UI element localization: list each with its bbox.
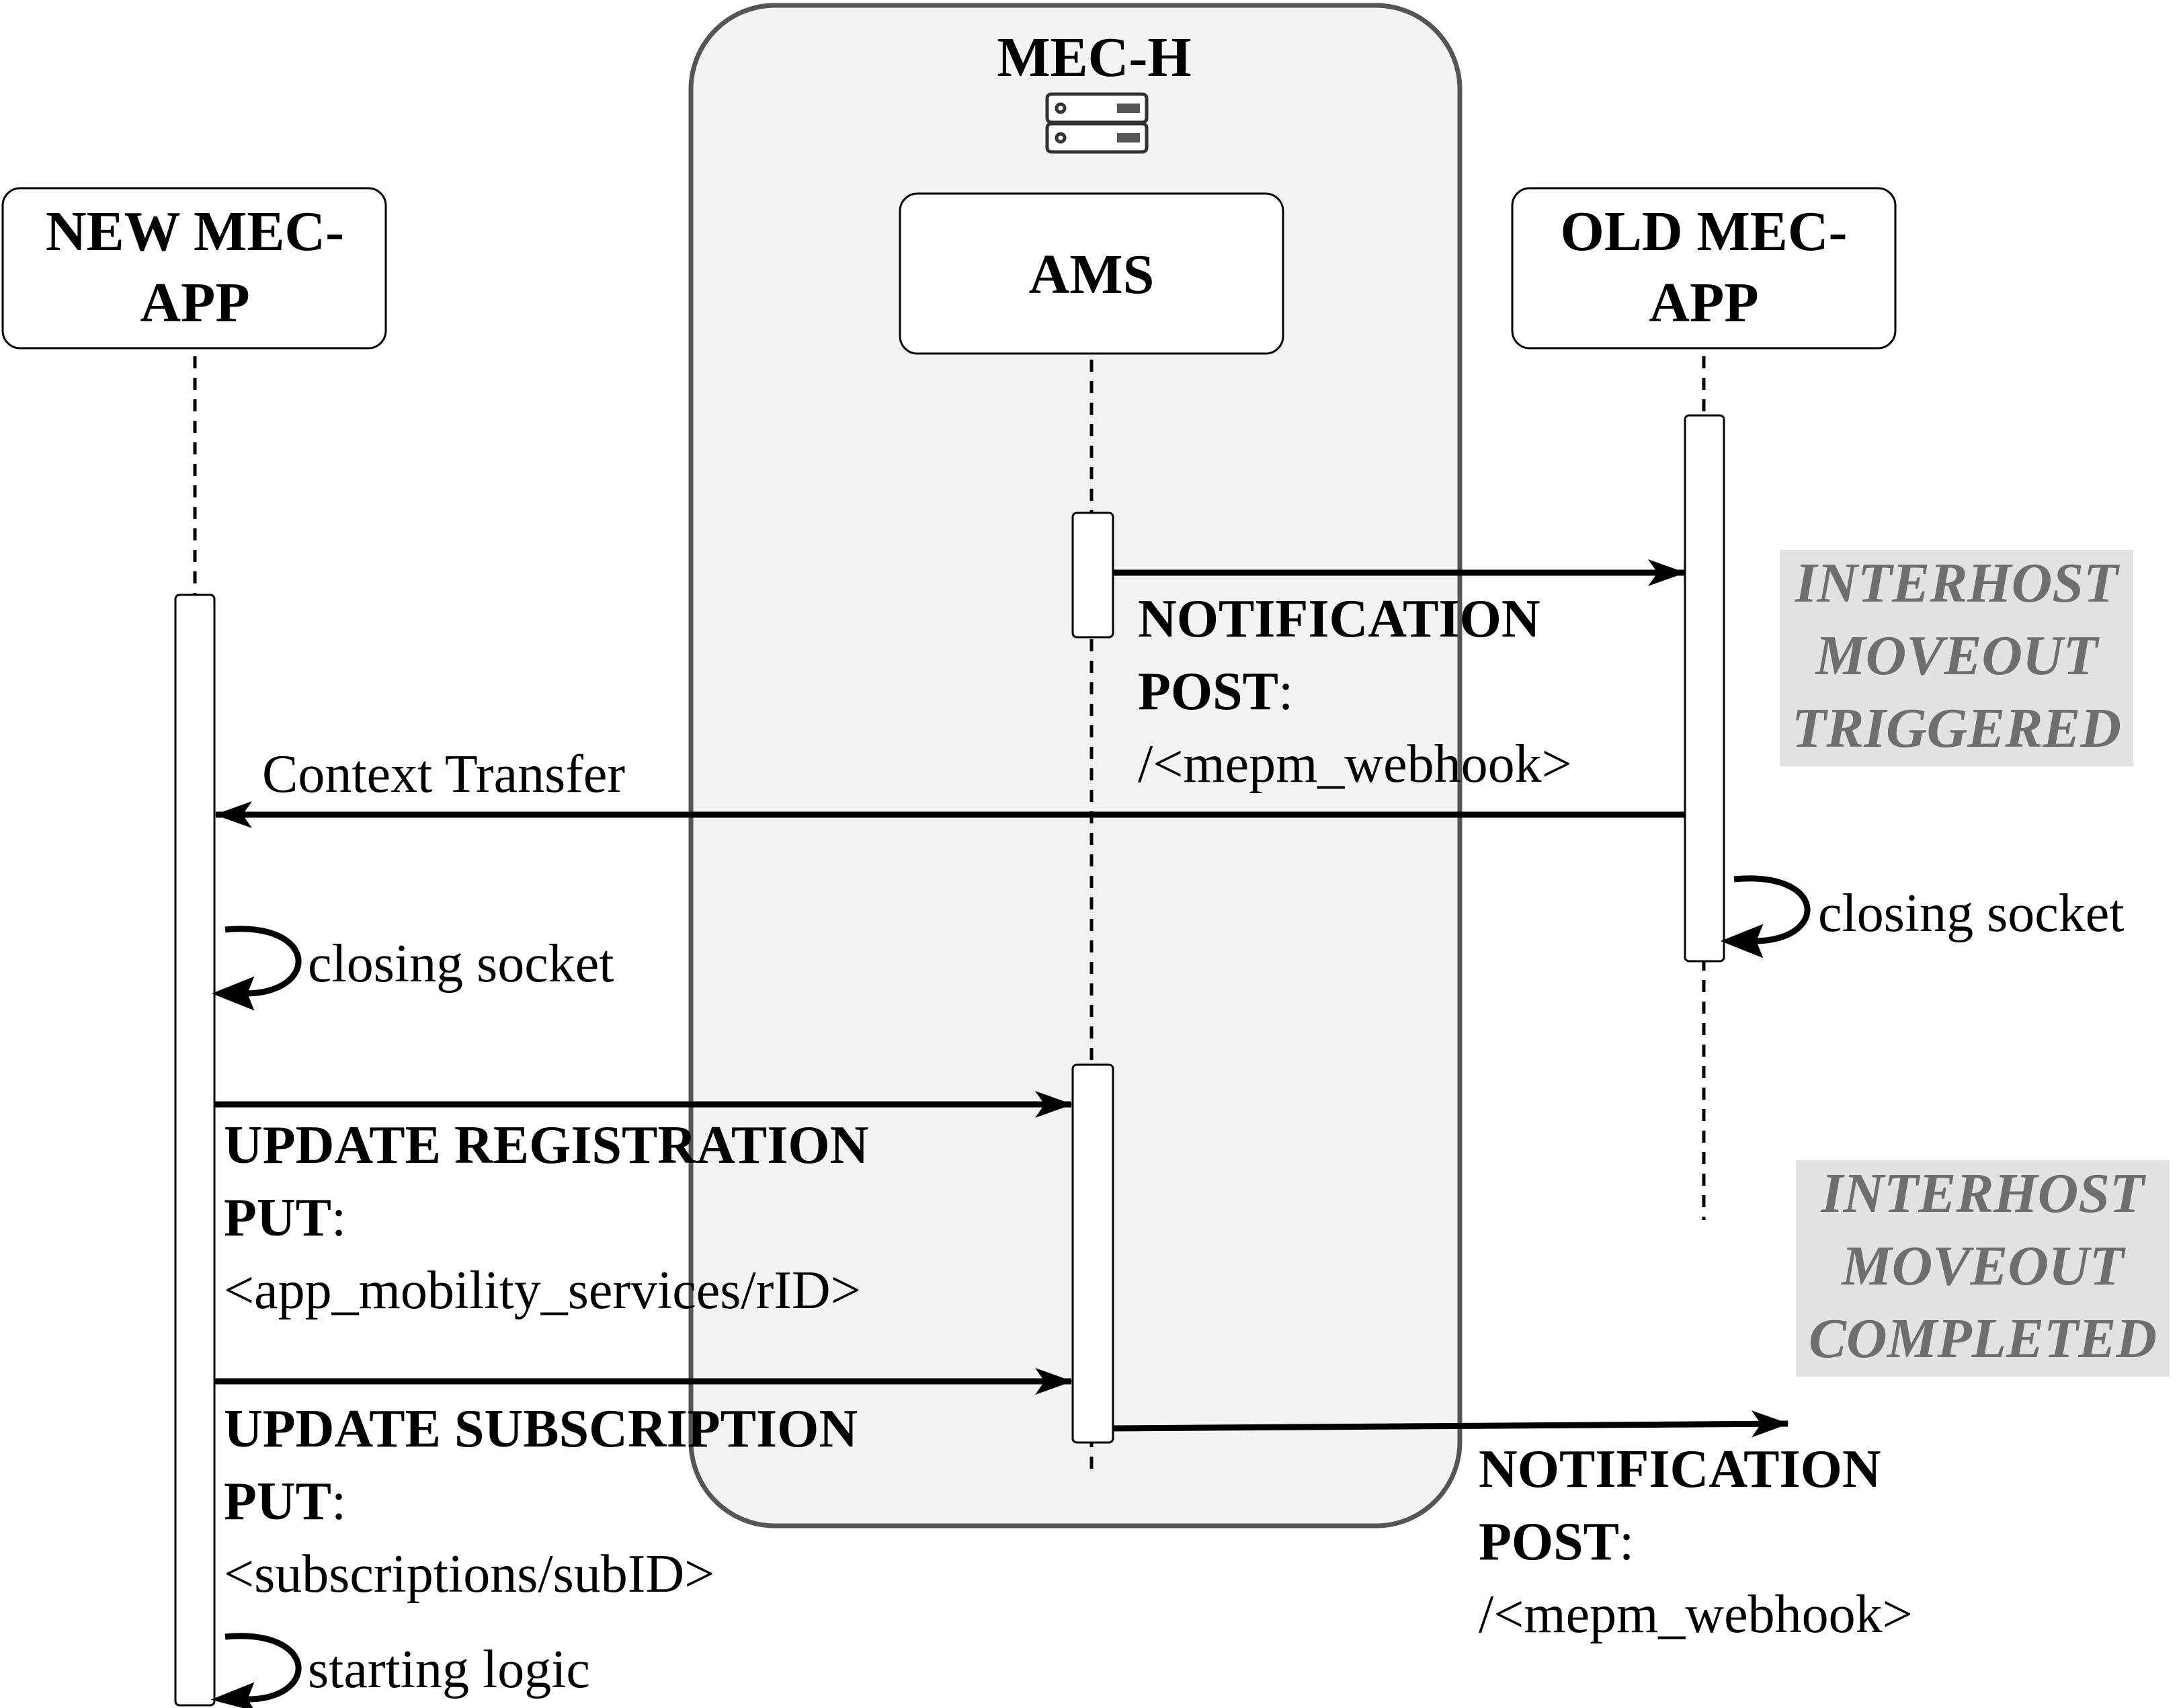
update-registration-title: UPDATE REGISTRATION: [224, 1116, 868, 1175]
state-moveout-completed: INTERHOST MOVEOUT COMPLETED: [1796, 1160, 2170, 1377]
state-completed-line1: INTERHOST: [1821, 1162, 2147, 1225]
closing-socket-old-label: closing socket: [1818, 884, 2124, 943]
starting-logic-label: starting logic: [308, 1640, 590, 1699]
update-subscription-title: UPDATE SUBSCRIPTION: [224, 1399, 858, 1459]
update-registration-method: PUT:: [224, 1188, 346, 1248]
state-completed-line3: COMPLETED: [1809, 1307, 2157, 1370]
state-moveout-triggered: INTERHOST MOVEOUT TRIGGERED: [1780, 550, 2133, 766]
self-arrow-closing-socket-new: [224, 926, 302, 997]
participant-ams-label: AMS: [1029, 243, 1155, 306]
arrow-notification-out: [1112, 1410, 1789, 1438]
notification-2-title: NOTIFICATION: [1479, 1440, 1881, 1499]
state-triggered-line1: INTERHOST: [1795, 552, 2121, 614]
mec-host-title: MEC-H: [997, 26, 1191, 89]
closing-socket-new-label: closing socket: [308, 934, 614, 993]
update-subscription-method: PUT:: [224, 1472, 346, 1531]
context-transfer-label: Context Transfer: [262, 745, 625, 804]
activation-new-mec-app: [174, 594, 216, 1707]
activation-old-mec-app: [1684, 414, 1725, 963]
participant-old-mec-app-line2: APP: [1649, 272, 1758, 334]
self-arrow-starting-logic: [224, 1633, 302, 1703]
notification-1-path: /<mepm_webhook>: [1138, 735, 1572, 794]
state-triggered-line3: TRIGGERED: [1792, 697, 2121, 760]
participant-ams: [899, 192, 1284, 355]
participant-new-mec-app: [1, 187, 387, 350]
participant-old-mec-app: [1511, 187, 1897, 350]
notification-1-method: POST:: [1138, 662, 1293, 721]
notification-1-title: NOTIFICATION: [1138, 589, 1540, 649]
mec-host-container: [688, 3, 1463, 1529]
participant-old-mec-app-line1: OLD MEC-: [1561, 200, 1848, 263]
notification-2-method: POST:: [1479, 1512, 1634, 1572]
participant-new-mec-app-line1: NEW MEC-: [46, 200, 344, 263]
state-triggered-line2: MOVEOUT: [1814, 624, 2100, 687]
state-completed-line2: MOVEOUT: [1840, 1235, 2127, 1297]
self-arrow-closing-socket-old: [1733, 875, 1811, 944]
activation-ams-notify: [1071, 512, 1114, 639]
update-subscription-path: <subscriptions/subID>: [224, 1545, 714, 1604]
activation-ams-updates: [1071, 1063, 1114, 1444]
notification-2-path: /<mepm_webhook>: [1479, 1585, 1913, 1644]
update-registration-path: <app_mobility_services/rID>: [224, 1261, 861, 1320]
server-rack-icon: [1045, 92, 1149, 154]
participant-new-mec-app-line2: APP: [140, 272, 249, 334]
